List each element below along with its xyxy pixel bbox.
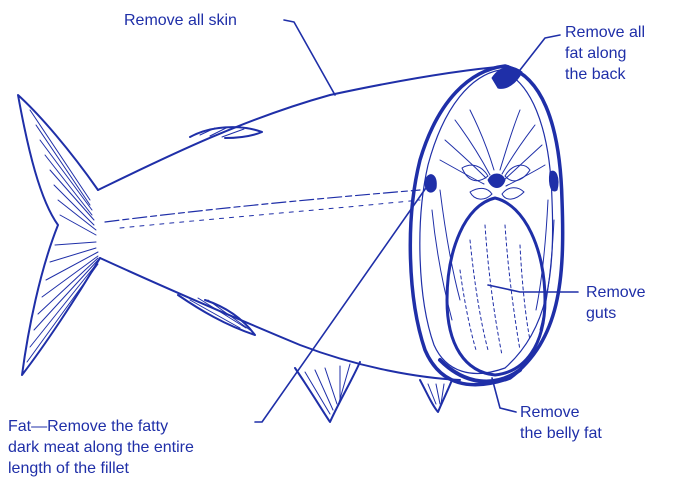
label-remove-guts: Remove guts bbox=[586, 282, 646, 324]
leader-guts bbox=[488, 285, 578, 292]
label-remove-back-fat: Remove all fat along the back bbox=[565, 22, 645, 85]
label-remove-dark-meat: Fat—Remove the fatty dark meat along the… bbox=[8, 416, 194, 479]
leader-skin bbox=[284, 20, 335, 95]
leader-back-fat bbox=[520, 35, 560, 70]
dorsal-fin bbox=[190, 127, 262, 138]
pelvic-fin bbox=[178, 295, 255, 335]
tail-fin bbox=[18, 95, 100, 375]
steak-cross-section bbox=[410, 66, 562, 385]
anal-fin bbox=[295, 362, 360, 422]
adipose-fin bbox=[420, 380, 452, 412]
label-remove-skin: Remove all skin bbox=[124, 10, 237, 31]
leader-dark-meat bbox=[255, 185, 428, 422]
fish-body-outline bbox=[98, 66, 508, 380]
label-remove-belly-fat: Remove the belly fat bbox=[520, 402, 602, 444]
